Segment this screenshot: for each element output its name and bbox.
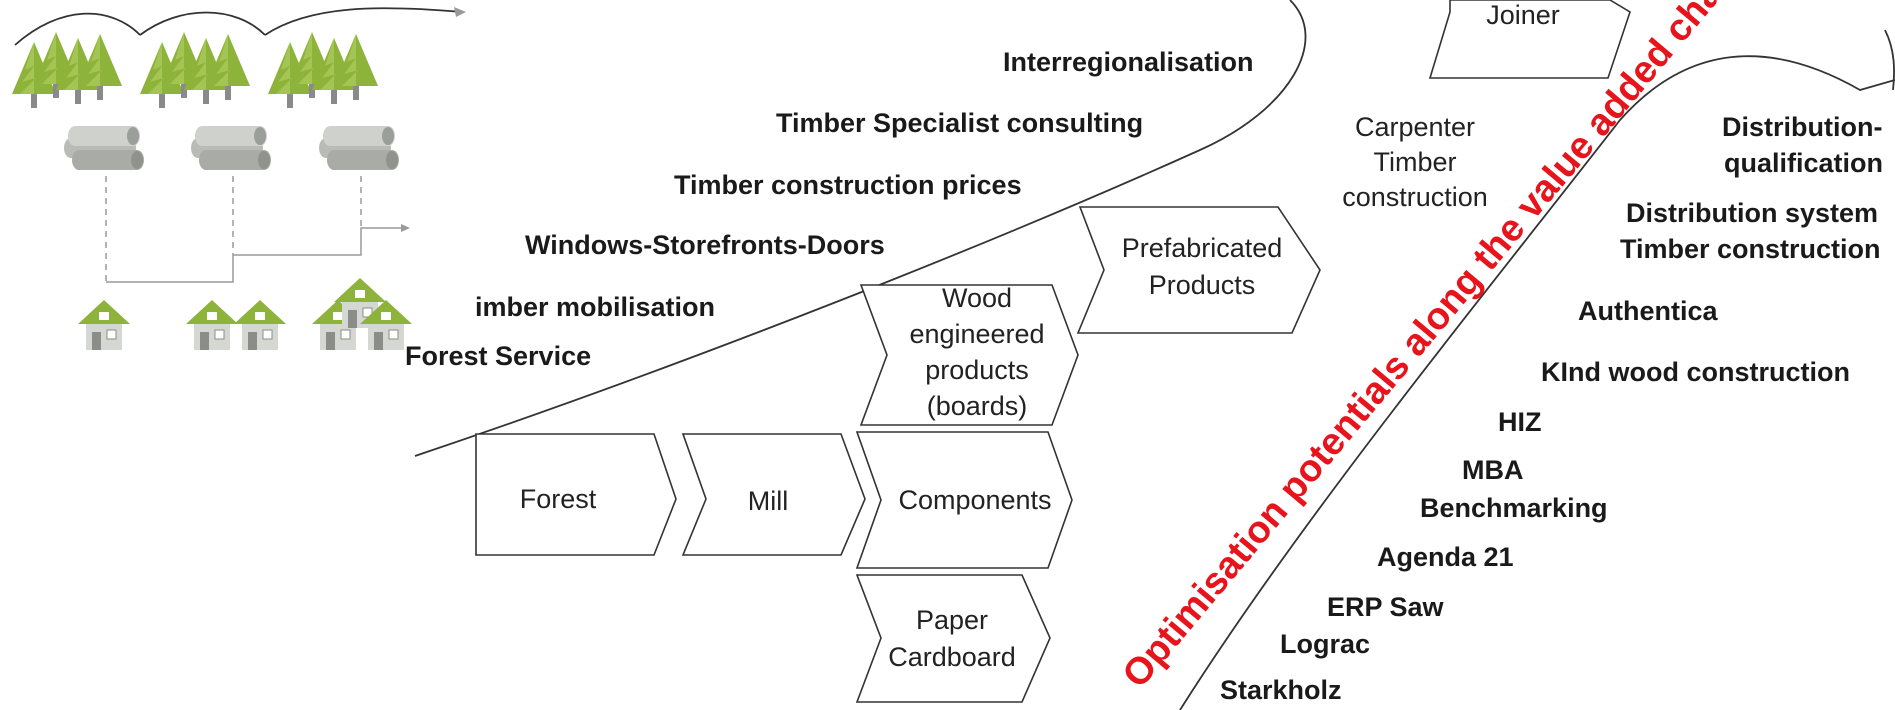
label-starkholz: Starkholz — [1220, 675, 1342, 705]
chevron-label: Mill — [748, 486, 789, 516]
label-distribution-system: Timber construction — [1620, 234, 1881, 264]
label-authentica: Authentica — [1578, 296, 1718, 326]
label-distribution-qualification: qualification — [1724, 148, 1883, 178]
chevron-label: Cardboard — [888, 642, 1016, 672]
chevron-wood-products: Wood engineered products (boards) — [859, 283, 1079, 426]
label-erp-saw: ERP Saw — [1327, 592, 1445, 622]
chevron-label: Forest — [520, 484, 597, 514]
edge-curve — [1884, 29, 1895, 91]
label-hiz: HIZ — [1498, 407, 1542, 437]
flow-lines — [105, 176, 410, 283]
chevron-forest: Forest — [475, 433, 677, 556]
chevron-paper: Paper Cardboard — [855, 574, 1051, 703]
right-boundary-curve — [1179, 55, 1895, 710]
chevron-label: Prefabricated — [1122, 233, 1283, 263]
label-distribution-system: Distribution system — [1626, 198, 1878, 228]
chevron-label: Wood — [942, 283, 1012, 313]
label-benchmarking: Benchmarking — [1420, 493, 1608, 523]
growth-arrow — [264, 7, 463, 36]
chevron-label: engineered — [909, 319, 1044, 349]
carpenter-line: Carpenter — [1355, 112, 1475, 142]
label-agenda-21: Agenda 21 — [1377, 542, 1514, 572]
carpenter-line: construction — [1342, 182, 1488, 212]
chevron-label: Products — [1149, 270, 1256, 300]
log-pile-icon — [64, 126, 144, 170]
house-icon — [233, 299, 287, 351]
label-kind-wood-construction: KInd wood construction — [1541, 357, 1850, 387]
house-icon — [185, 299, 239, 351]
chevron-label: Components — [898, 485, 1051, 515]
house-icon — [77, 299, 131, 351]
label-windows-storefronts-doors: Windows-Storefronts-Doors — [525, 230, 885, 260]
carpenter-line: Timber — [1373, 147, 1456, 177]
log-pile-icon — [191, 126, 271, 170]
label-interregionalisation: Interregionalisation — [1003, 47, 1254, 77]
chevron-label: products — [925, 355, 1029, 385]
chevron-prefab: Prefabricated Products — [1076, 206, 1321, 334]
left-boundary-curve — [414, 0, 1307, 457]
chevron-label: Joiner — [1486, 0, 1560, 30]
log-pile-icon — [319, 126, 399, 170]
forest-illustration — [12, 7, 466, 351]
chevron-mill: Mill — [681, 433, 866, 556]
chevron-components: Components — [855, 431, 1073, 569]
chevron-label: (boards) — [927, 391, 1028, 421]
tree-cluster-icon — [140, 32, 250, 108]
label-lograc: Lograc — [1280, 629, 1370, 659]
growth-arrow — [139, 11, 266, 36]
tree-cluster-icon — [12, 32, 122, 108]
label-distribution-qualification: Distribution- — [1722, 112, 1882, 142]
arrowhead — [454, 7, 466, 17]
label-timber-construction-prices: Timber construction prices — [674, 170, 1022, 200]
label-mba: MBA — [1462, 455, 1524, 485]
growth-arrow — [14, 12, 141, 46]
carpenter-label: Carpenter Timber construction — [1342, 112, 1488, 212]
tree-cluster-icon — [268, 32, 378, 108]
label-timber-mobilisation: imber mobilisation — [475, 292, 715, 322]
chevron-joiner: Joiner — [1428, 0, 1631, 79]
chevron-label: Paper — [916, 605, 988, 635]
label-forest-service: Forest Service — [405, 341, 591, 371]
label-timber-specialist-consulting: Timber Specialist consulting — [776, 108, 1143, 138]
